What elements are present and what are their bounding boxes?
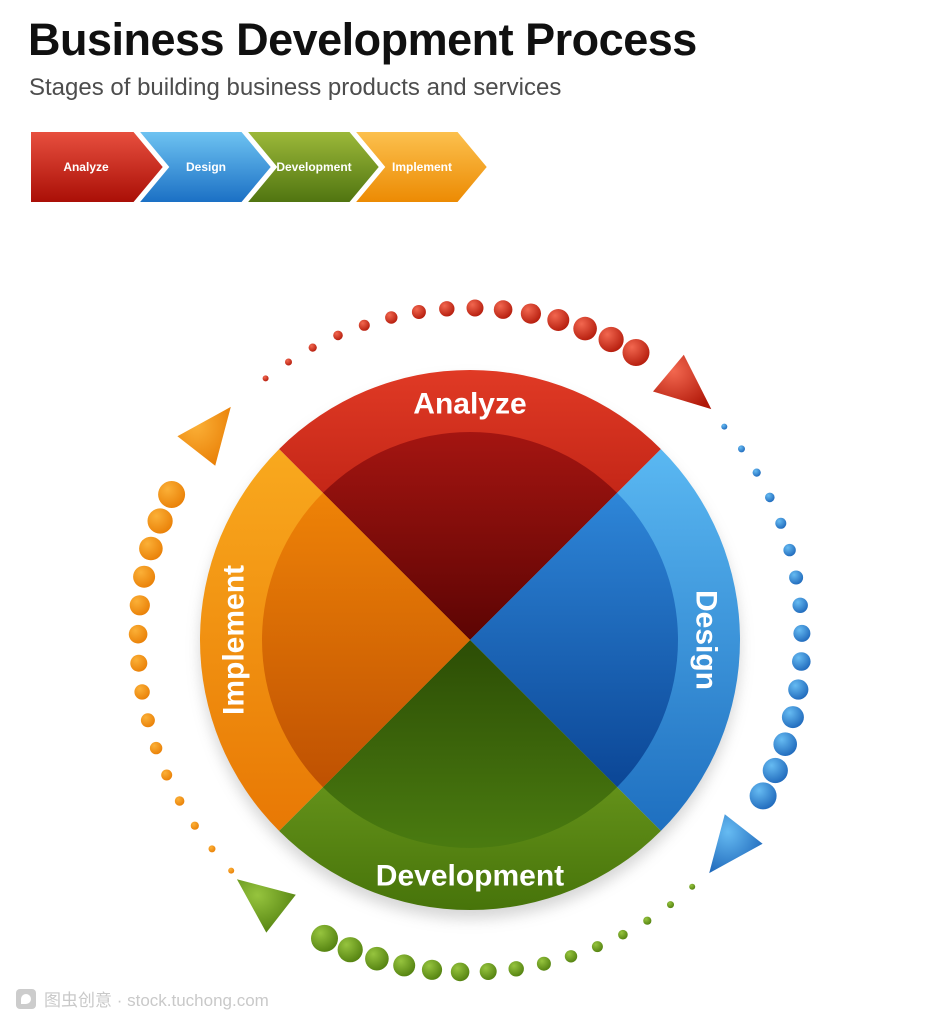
flow-dot-development <box>421 959 443 980</box>
flow-dot-design <box>765 492 775 503</box>
flow-dot-analyze <box>622 339 650 366</box>
flow-dot-implement <box>208 845 216 853</box>
flow-dot-implement <box>174 796 185 806</box>
page-title: Business Development Process <box>28 14 697 65</box>
flow-dot-development <box>536 956 551 971</box>
stage-label-analyze: Analyze <box>63 160 109 174</box>
flow-dot-development <box>591 941 603 953</box>
wheel-core-analyze <box>322 431 618 640</box>
flow-dot-analyze <box>333 330 343 341</box>
flow-arc-implement <box>128 406 235 874</box>
page-subtitle: Stages of building business products and… <box>29 74 562 101</box>
wheel-core-design <box>470 492 679 788</box>
flow-dot-analyze <box>493 300 513 319</box>
stage-label-development: Development <box>276 160 351 174</box>
flow-dot-development <box>618 929 628 940</box>
header: Business Development Process Stages of b… <box>28 14 697 102</box>
flow-arrowhead-analyze <box>653 354 712 410</box>
flow-dot-implement <box>130 654 148 672</box>
flow-dot-analyze <box>598 326 624 353</box>
flow-arc-development <box>236 879 696 982</box>
flow-arrowhead-development <box>236 879 296 933</box>
flow-dot-design <box>789 570 804 585</box>
flow-dot-design <box>762 757 788 784</box>
flow-dot-design <box>781 706 804 729</box>
flow-dot-analyze <box>385 311 398 324</box>
stage-arrow-design <box>135 130 274 204</box>
stage-arrow-implement <box>351 130 490 204</box>
flow-dot-design <box>721 423 728 430</box>
flow-dot-development <box>337 937 363 963</box>
flow-dot-analyze <box>411 305 426 319</box>
flow-dot-design <box>793 624 811 642</box>
flow-dot-development <box>508 961 524 977</box>
stage-label-implement: Implement <box>392 160 452 174</box>
flow-dot-analyze <box>285 358 292 366</box>
flow-dot-development <box>365 946 389 971</box>
flow-arrowhead-implement <box>177 406 231 466</box>
flow-dot-implement <box>149 741 163 755</box>
wheel-label-development: Development <box>376 860 564 893</box>
watermark-text: 图虫创意 · stock.tuchong.com <box>44 991 269 1010</box>
flow-dot-implement <box>158 481 186 508</box>
flow-arrowhead-design <box>709 814 763 874</box>
flow-dot-development <box>393 954 416 977</box>
flow-dot-implement <box>190 821 199 830</box>
flow-dot-implement <box>133 565 156 588</box>
flow-dot-analyze <box>358 319 370 331</box>
stage-arrow-development <box>243 130 382 204</box>
tuchong-logo-icon <box>16 988 36 1009</box>
flow-arc-analyze <box>262 299 712 410</box>
flow-dot-analyze <box>547 309 570 331</box>
flow-dot-analyze <box>308 343 317 352</box>
flow-dot-development <box>479 963 497 980</box>
flow-dot-design <box>752 468 761 477</box>
stage-bar: Analyze Design Development Implement <box>26 128 526 213</box>
wheel-label-design: Design <box>690 590 723 690</box>
flow-dot-implement <box>139 536 163 561</box>
flow-dot-development <box>689 883 696 890</box>
flow-dot-implement <box>140 713 155 728</box>
stage-label-design: Design <box>186 160 226 174</box>
flow-dot-implement <box>228 867 235 874</box>
flow-dot-design <box>738 445 745 453</box>
flow-dot-implement <box>129 595 150 616</box>
flow-dot-analyze <box>262 375 269 382</box>
flow-dot-analyze <box>466 299 484 317</box>
flow-arc-design <box>709 423 811 874</box>
flow-dot-development <box>450 962 470 982</box>
flow-dot-design <box>788 679 809 700</box>
flow-dot-analyze <box>439 301 455 317</box>
stage-arrow-analyze <box>29 130 166 204</box>
wheel-core-development <box>322 640 618 849</box>
flow-dot-implement <box>128 624 148 644</box>
flow-dot-design <box>775 517 787 529</box>
flow-dot-development <box>643 916 652 925</box>
flow-dot-design <box>773 732 797 756</box>
stage-bar-svg: Analyze Design Development Implement <box>29 130 490 204</box>
flow-dot-design <box>749 782 777 810</box>
watermark: 图虫创意 · stock.tuchong.com <box>16 986 269 1011</box>
flow-dot-development <box>311 924 338 952</box>
flow-dot-design <box>783 543 796 557</box>
flow-dot-development <box>667 901 674 909</box>
flow-dot-implement <box>134 684 150 700</box>
flow-dot-analyze <box>520 303 542 324</box>
wheel-label-analyze: Analyze <box>413 388 526 421</box>
wheel-core-implement <box>261 492 470 788</box>
flow-dot-development <box>564 950 578 963</box>
flow-dot-design <box>792 597 808 613</box>
flow-dot-implement <box>161 769 173 781</box>
flow-dot-implement <box>147 508 173 534</box>
flow-dot-analyze <box>573 316 597 341</box>
wheel-label-implement: Implement <box>218 565 251 715</box>
flow-dot-design <box>792 652 811 671</box>
